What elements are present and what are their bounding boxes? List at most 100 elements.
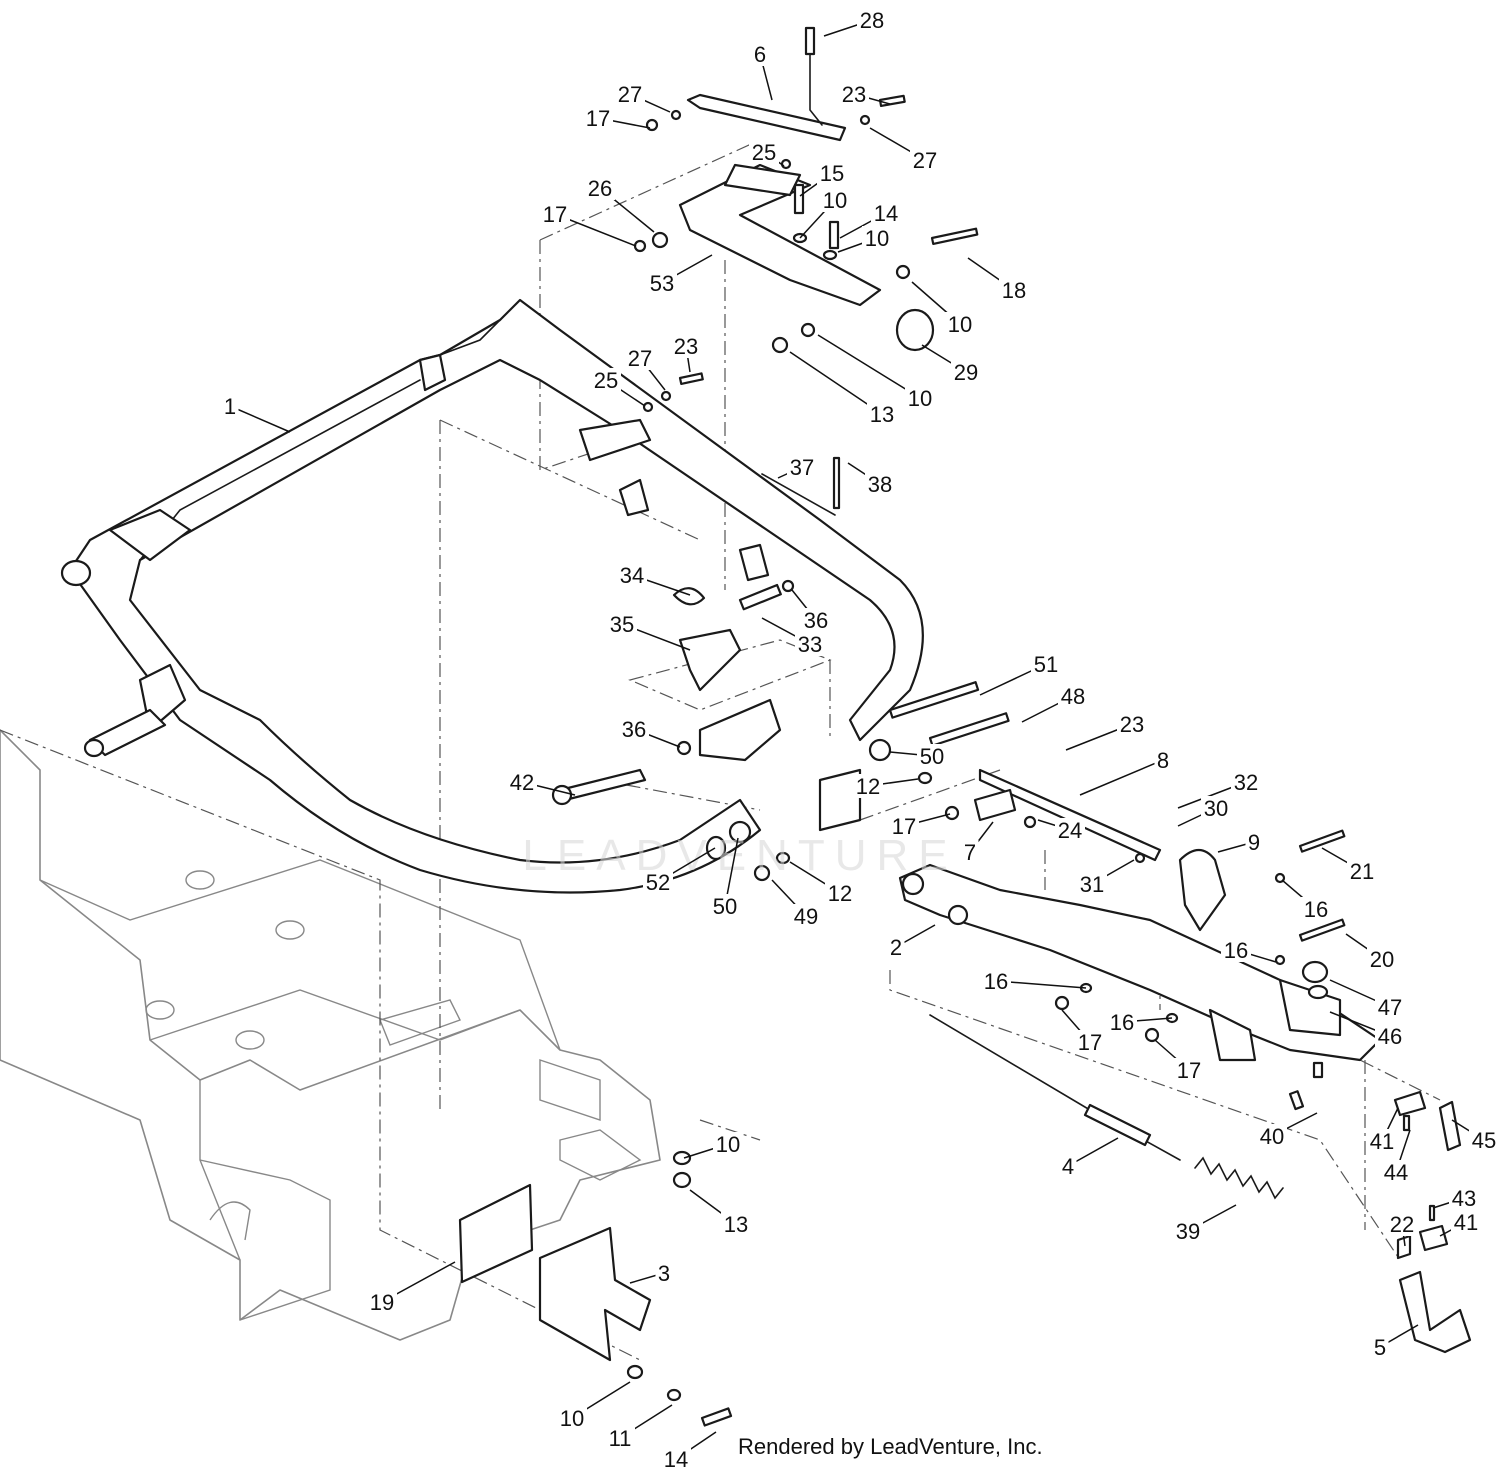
callout-c50a: 50 xyxy=(920,744,944,769)
callout-bg-c5 xyxy=(1371,1335,1389,1359)
callout-c39: 39 xyxy=(1176,1219,1200,1244)
callout-bg-c48 xyxy=(1058,684,1088,708)
callout-c29: 29 xyxy=(954,360,978,385)
callout-bg-c34 xyxy=(617,563,647,587)
callout-bg-c8 xyxy=(1154,748,1172,772)
part-28-knob xyxy=(804,26,816,56)
callout-bg-c16b xyxy=(1221,938,1251,962)
callout-c52: 52 xyxy=(646,870,670,895)
callout-bg-c26 xyxy=(585,176,615,200)
callout-bg-c14b xyxy=(661,1447,691,1469)
callout-bg-c27b xyxy=(910,148,940,172)
callout-c33: 33 xyxy=(798,632,822,657)
part-8-rod xyxy=(978,768,1162,862)
part-6-rod xyxy=(686,93,847,142)
callout-c17a: 17 xyxy=(586,106,610,131)
part-51-bolt xyxy=(888,681,980,719)
callout-bg-c4 xyxy=(1059,1154,1077,1178)
callout-c1: 1 xyxy=(224,394,236,419)
callout-bg-c6 xyxy=(751,42,769,66)
callout-bg-c10c xyxy=(945,312,975,336)
callout-c17c: 17 xyxy=(892,814,916,839)
callout-c53: 53 xyxy=(650,271,674,296)
callout-c36a: 36 xyxy=(804,608,828,633)
callout-bg-c23a xyxy=(839,82,869,106)
lower-arm-assembly xyxy=(898,768,1382,1079)
callout-bg-c22 xyxy=(1387,1212,1417,1236)
callout-c23c: 23 xyxy=(1120,712,1144,737)
callout-leader-c13a xyxy=(789,351,883,415)
callout-c10a: 10 xyxy=(823,188,847,213)
callout-c25b: 25 xyxy=(594,368,618,393)
callout-bg-c31 xyxy=(1077,872,1107,896)
callout-bg-c16d xyxy=(1107,1010,1137,1034)
callout-c13a: 13 xyxy=(870,402,894,427)
part-29-bumper xyxy=(895,308,935,352)
callout-c27a: 27 xyxy=(618,82,642,107)
callout-c32: 32 xyxy=(1234,770,1258,795)
callout-c18: 18 xyxy=(1002,278,1026,303)
callout-c21: 21 xyxy=(1350,859,1374,884)
credit-text: Rendered by LeadVenture, Inc. xyxy=(738,1434,1043,1459)
callout-leader-c1 xyxy=(229,405,291,433)
part-3-bracket xyxy=(538,1226,652,1362)
callout-bg-c10b xyxy=(862,226,892,250)
callout-bg-c41a xyxy=(1367,1129,1397,1153)
callout-c16d: 16 xyxy=(1110,1010,1134,1035)
callout-c10f: 10 xyxy=(560,1406,584,1431)
callout-bg-c51 xyxy=(1031,652,1061,676)
callout-c27b: 27 xyxy=(913,148,937,173)
callout-bg-c10e xyxy=(713,1132,743,1156)
callout-bg-c36b xyxy=(619,717,649,741)
callout-leader-c10d xyxy=(817,334,921,399)
callout-bg-c35 xyxy=(607,612,637,636)
callout-bg-c32 xyxy=(1231,770,1261,794)
callout-c8: 8 xyxy=(1157,748,1169,773)
callout-bg-c12b xyxy=(825,881,855,905)
callout-bg-c39 xyxy=(1173,1219,1203,1243)
callout-c46: 46 xyxy=(1378,1024,1402,1049)
callout-bg-c10f xyxy=(557,1406,587,1430)
callout-bg-c1 xyxy=(221,394,239,418)
callout-bg-c10d xyxy=(905,386,935,410)
callout-bg-c43 xyxy=(1449,1186,1479,1210)
callout-c11: 11 xyxy=(609,1426,632,1451)
part-47-nut xyxy=(1301,960,1329,984)
callout-bg-c30 xyxy=(1201,796,1231,820)
callout-bg-c42 xyxy=(507,770,537,794)
callout-bg-c21 xyxy=(1347,859,1377,883)
part-19-plate xyxy=(458,1183,534,1284)
callout-bg-c45 xyxy=(1469,1128,1499,1152)
callout-c4: 4 xyxy=(1062,1154,1074,1179)
callout-c41a: 41 xyxy=(1370,1129,1394,1154)
callout-c38: 38 xyxy=(868,472,892,497)
callout-bg-c24 xyxy=(1055,818,1085,842)
callout-bg-c36a xyxy=(801,608,831,632)
callout-c28: 28 xyxy=(860,8,884,33)
callout-bg-c49 xyxy=(791,904,821,928)
part-7-bracket xyxy=(973,788,1017,822)
callout-c36b: 36 xyxy=(622,717,646,742)
callout-c37: 37 xyxy=(790,455,814,480)
callout-bg-c3 xyxy=(655,1261,673,1285)
callout-c24: 24 xyxy=(1058,818,1082,843)
callout-bg-c40 xyxy=(1257,1124,1287,1148)
callout-bg-c18 xyxy=(999,278,1029,302)
callout-bg-c44 xyxy=(1381,1160,1411,1184)
part-2-arm xyxy=(898,863,1382,1062)
callout-bg-c17d xyxy=(1075,1030,1105,1054)
callout-c16c: 16 xyxy=(984,969,1008,994)
part-35-latch xyxy=(678,628,742,692)
callout-c41b: 41 xyxy=(1454,1210,1478,1235)
callout-c5: 5 xyxy=(1374,1335,1386,1360)
callout-bg-c33 xyxy=(795,632,825,656)
callout-bg-c9 xyxy=(1245,830,1263,854)
callout-bg-c11 xyxy=(605,1426,635,1450)
chassis-frame xyxy=(0,729,661,1341)
callout-c7: 7 xyxy=(964,840,976,865)
callout-c15: 15 xyxy=(820,161,844,186)
callout-bg-c15 xyxy=(817,161,847,185)
callout-bg-c29 xyxy=(951,360,981,384)
callout-bg-c12a xyxy=(853,774,883,798)
